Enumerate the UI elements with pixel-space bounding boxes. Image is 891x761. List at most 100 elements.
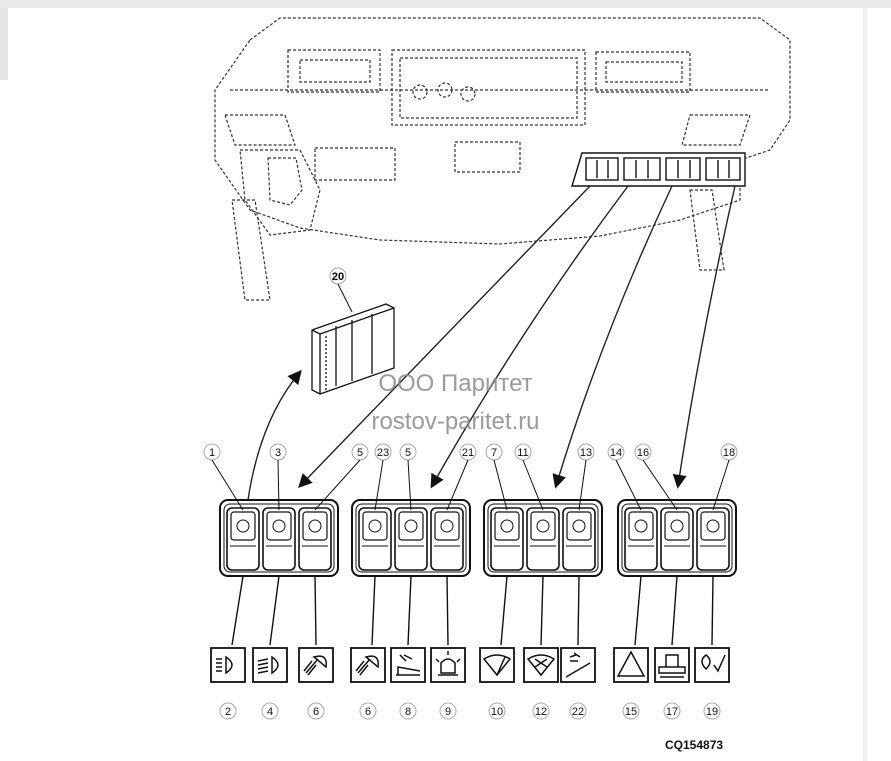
implement-lamp-icon [390, 647, 426, 683]
top-callout-5: 5 [314, 443, 369, 511]
callout-20: 20 [332, 271, 344, 283]
top-callout-7: 7 [485, 443, 508, 511]
symbol-icons [210, 647, 730, 683]
rocker-switch [624, 507, 658, 571]
headlamp-icon [210, 647, 246, 683]
top-callout-23: 23 [374, 443, 392, 511]
bottom-callout-8: 8 [399, 702, 417, 720]
right-edge-bar [863, 8, 867, 761]
svg-text:9: 9 [445, 706, 451, 718]
svg-text:2: 2 [225, 706, 231, 718]
rocker-switch [490, 507, 524, 571]
svg-text:5: 5 [357, 447, 363, 459]
watermark-company: ООО Паритет [378, 370, 533, 397]
svg-text:18: 18 [723, 447, 735, 459]
leader-line [671, 575, 678, 646]
bottom-callout-2: 2 [219, 702, 237, 720]
svg-text:6: 6 [365, 706, 371, 718]
leader-line [231, 575, 244, 646]
rear-wiper-icon [523, 647, 559, 683]
rocker-switch [394, 507, 428, 571]
leader-line [446, 575, 449, 646]
bottom-callout-17: 17 [663, 702, 681, 720]
work-lamp-icon [350, 647, 386, 683]
rocker-switch [226, 507, 260, 571]
bottom-callout-4: 4 [261, 702, 279, 720]
svg-text:23: 23 [377, 447, 389, 459]
rocker-switch [430, 507, 464, 571]
svg-text:7: 7 [491, 447, 497, 459]
switch-panel-1 [219, 499, 339, 577]
bottom-callout-12: 12 [532, 702, 550, 720]
top-callout-16: 16 [634, 443, 678, 511]
svg-text:16: 16 [637, 447, 649, 459]
svg-text:11: 11 [517, 447, 528, 459]
dashboard-switch-housing [571, 152, 746, 187]
tractor-icon [654, 647, 690, 683]
empty-module-housing [311, 303, 395, 395]
bottom-callout-15: 15 [622, 702, 640, 720]
rocker-switch [696, 507, 730, 571]
beacon-icon [430, 647, 466, 683]
svg-text:6: 6 [313, 706, 319, 718]
svg-text:1: 1 [209, 447, 215, 459]
bottom-callout-19: 19 [703, 702, 721, 720]
work-lamp-icon [298, 647, 334, 683]
rocker-switch [298, 507, 332, 571]
rocker-switch [262, 507, 296, 571]
svg-text:15: 15 [625, 706, 637, 718]
leader-line [711, 575, 714, 646]
rocker-switch [526, 507, 560, 571]
svg-text:19: 19 [706, 706, 718, 718]
leader-line [314, 575, 317, 646]
bottom-callout-6: 6 [307, 702, 325, 720]
leader-line [577, 575, 580, 646]
left-edge-bar [0, 8, 8, 80]
hazard-triangle-icon [613, 647, 649, 683]
top-callout-3: 3 [269, 443, 287, 511]
svg-text:5: 5 [405, 447, 411, 459]
rocker-switch [562, 507, 596, 571]
leader-line [634, 575, 642, 646]
top-callout-14: 14 [607, 443, 642, 511]
svg-text:4: 4 [267, 706, 273, 718]
top-callout-21: 21 [446, 443, 477, 511]
switch-panel-4 [617, 499, 737, 577]
svg-text:17: 17 [666, 706, 678, 718]
arrows [247, 185, 736, 501]
switch-panels [219, 499, 737, 577]
low-beam-icon [252, 647, 288, 683]
switch-panel-3 [483, 499, 603, 577]
svg-text:22: 22 [572, 706, 584, 718]
bottom-callout-6: 6 [359, 702, 377, 720]
svg-text:10: 10 [491, 706, 503, 718]
top-callout-5: 5 [399, 443, 417, 511]
watermark-url: rostov-paritet.ru [371, 408, 540, 435]
top-edge-bar [0, 0, 891, 8]
bottom-callout-10: 10 [488, 702, 506, 720]
top-callout-13: 13 [577, 443, 595, 511]
leader-line [500, 575, 508, 646]
rocker-switch [358, 507, 392, 571]
washer-icon [560, 647, 596, 683]
svg-text:14: 14 [610, 447, 622, 459]
svg-text:3: 3 [275, 447, 281, 459]
leader-line [269, 575, 280, 646]
leader-line [371, 575, 376, 646]
switch-panel-2 [351, 499, 471, 577]
svg-text:8: 8 [405, 706, 411, 718]
top-callout-18: 18 [712, 443, 738, 511]
bottom-callout-9: 9 [439, 702, 457, 720]
top-callout-1: 1 [203, 443, 244, 511]
figure-code: CQ154873 [665, 738, 724, 752]
leader-line [540, 575, 544, 646]
svg-text:21: 21 [462, 447, 474, 459]
rocker-switch [660, 507, 694, 571]
svg-text:12: 12 [535, 706, 547, 718]
svg-text:13: 13 [580, 447, 592, 459]
dashboard-drawing [214, 17, 791, 301]
leader-line [407, 575, 412, 646]
front-wiper-icon [479, 647, 515, 683]
